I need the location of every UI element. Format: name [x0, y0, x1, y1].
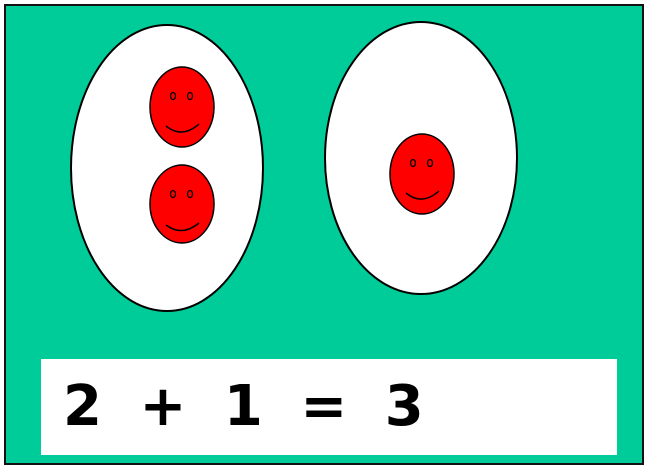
addition-slide: 2 + 1 = 3 [4, 4, 644, 465]
smiley-face-icon [149, 66, 215, 148]
right-group [324, 21, 518, 295]
smiley-face-icon [149, 164, 215, 244]
left-group [70, 24, 264, 312]
equation-text: 2 + 1 = 3 [63, 374, 426, 439]
equation-box: 2 + 1 = 3 [41, 359, 617, 455]
smiley-face-icon [389, 133, 455, 215]
left-group-oval [70, 24, 264, 312]
